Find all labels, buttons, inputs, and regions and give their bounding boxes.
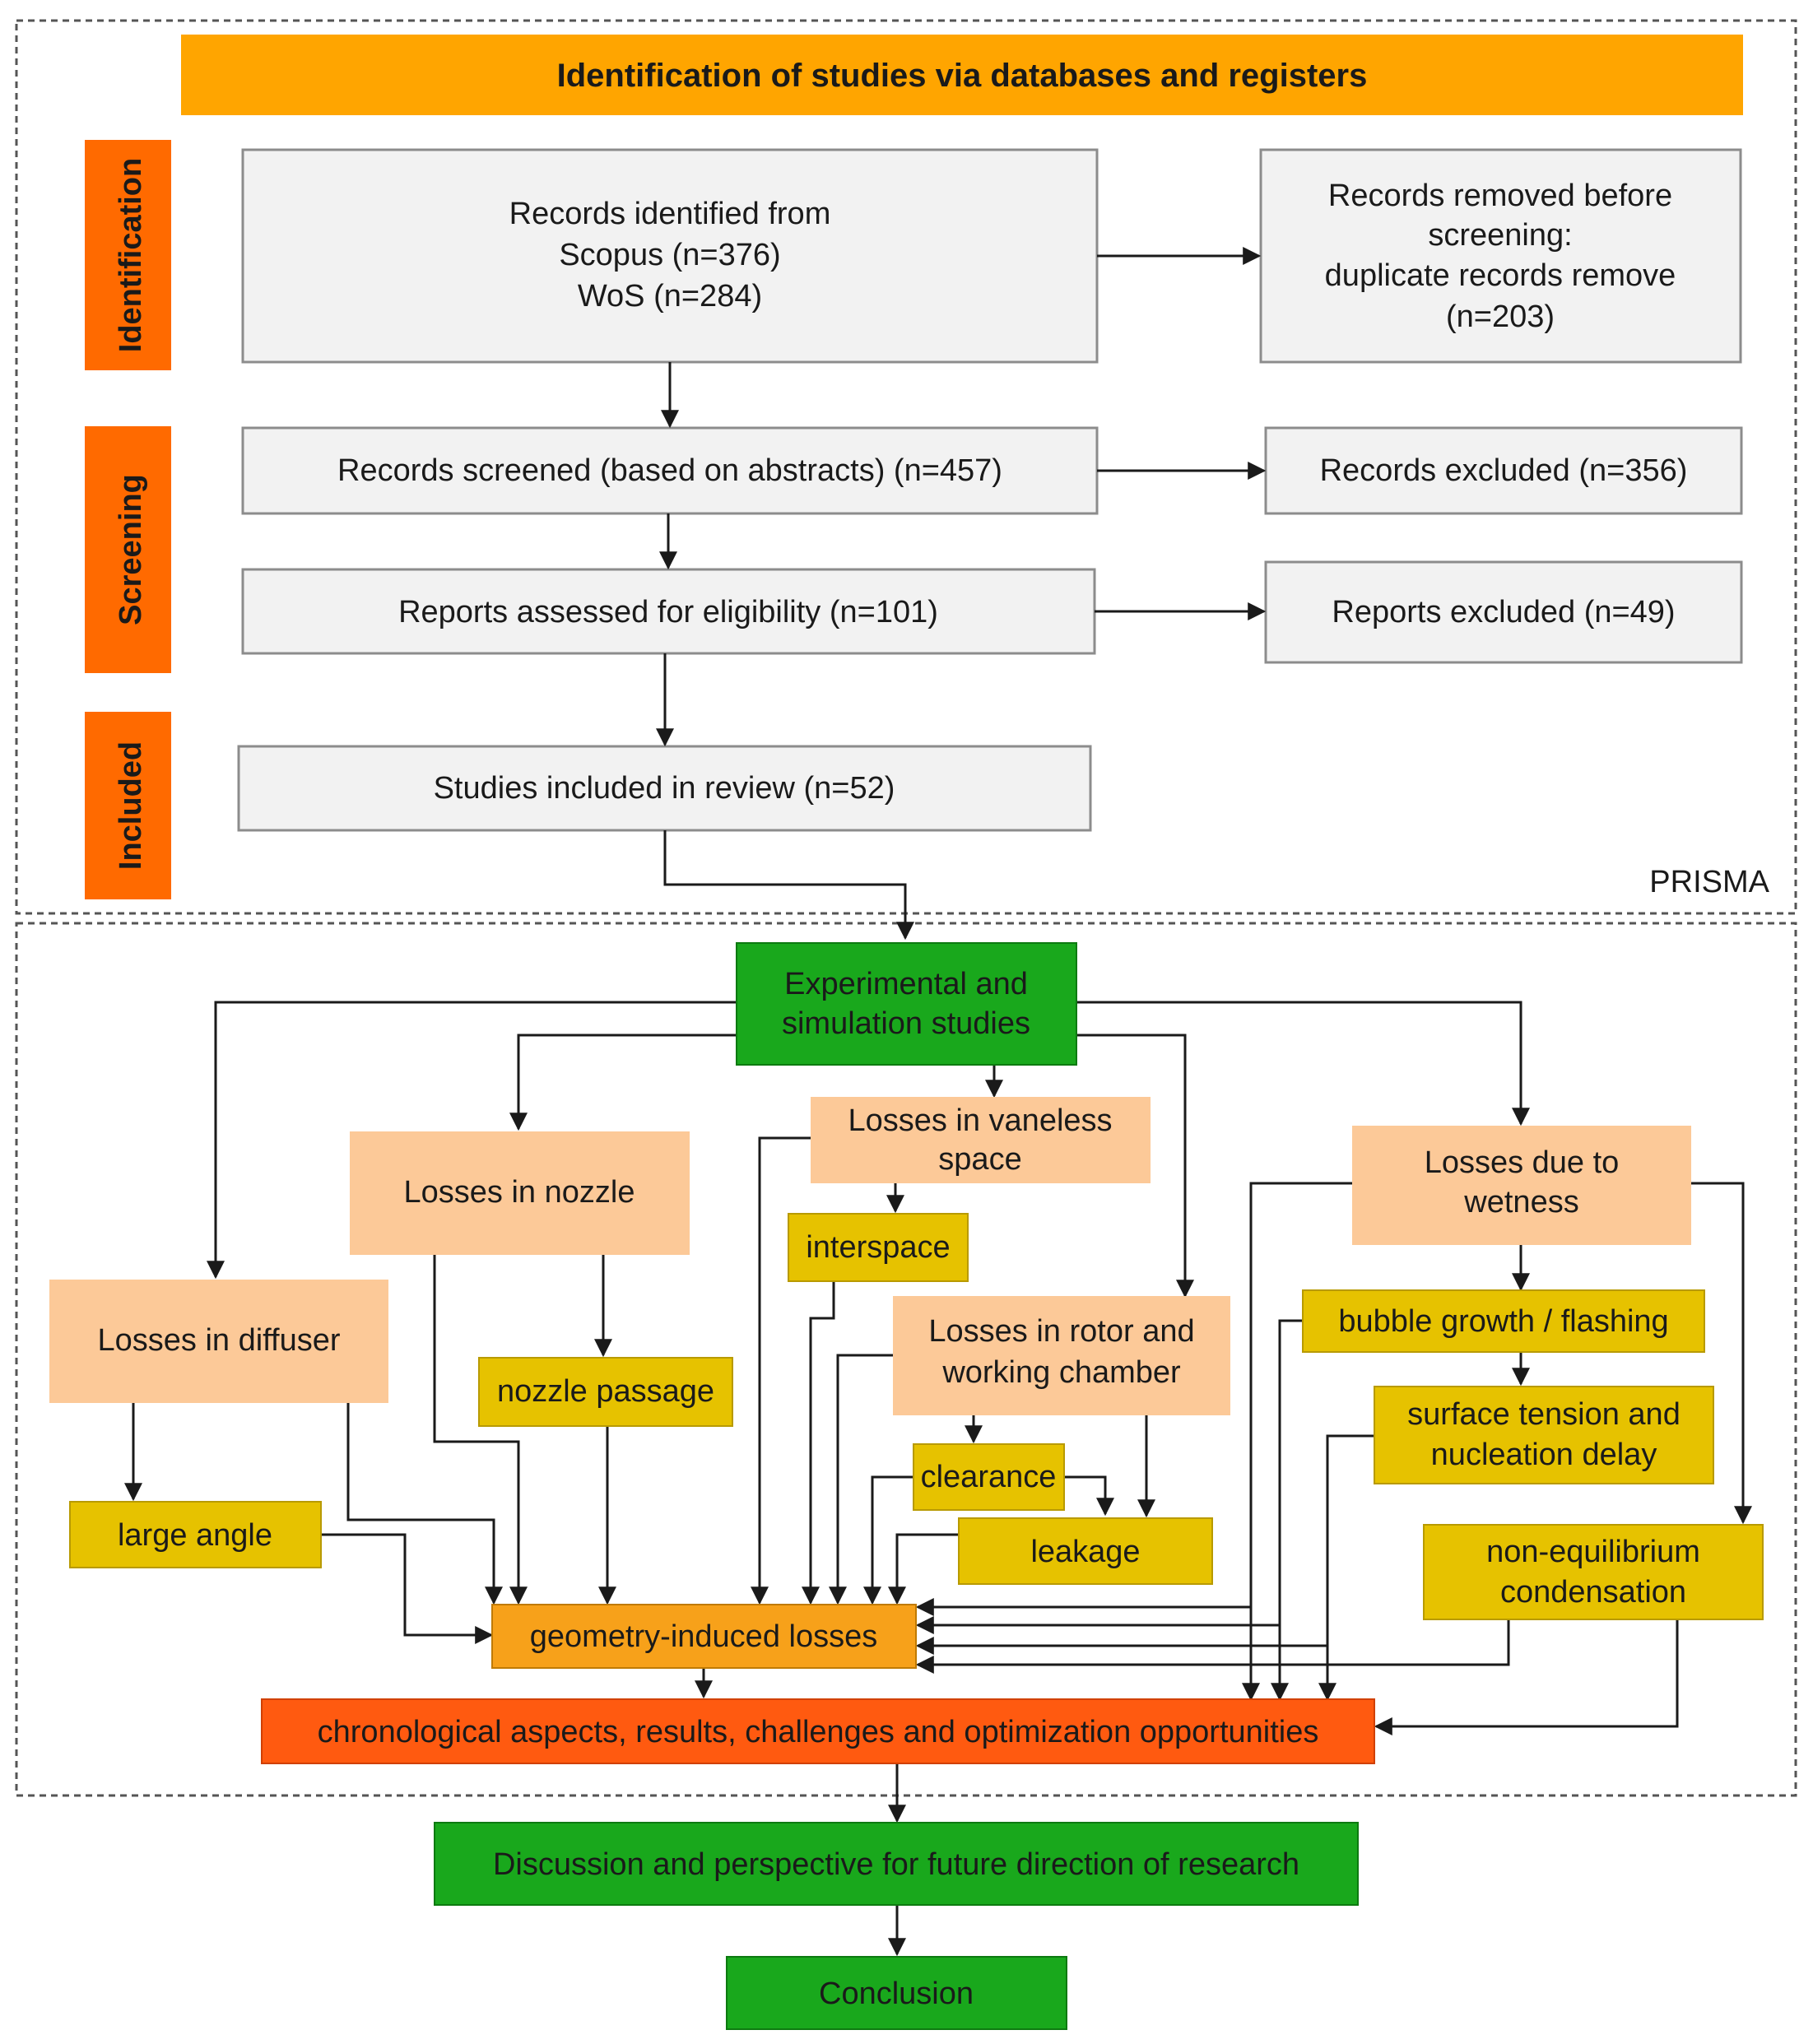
prisma-header-text: Identification of studies via databases …: [557, 58, 1368, 94]
prisma-header: Identification of studies via databases …: [181, 35, 1743, 115]
vaneless-box: Losses in vaneless space: [811, 1097, 1151, 1183]
chronological-box: chronological aspects, results, challeng…: [261, 1698, 1375, 1764]
nozzle-passage-box: nozzle passage: [478, 1357, 733, 1427]
records-removed-line1: Records removed before: [1328, 179, 1672, 213]
records-removed-box: Records removed before screening: duplic…: [1259, 148, 1742, 364]
rotor-box: Losses in rotor and working chamber: [893, 1296, 1230, 1415]
records-removed-line4: (n=203): [1446, 300, 1555, 334]
non-equilibrium-box: non-equilibrium condensation: [1423, 1524, 1764, 1620]
non-equilibrium-line2: condensation: [1500, 1575, 1686, 1610]
discussion-box: Discussion and perspective for future di…: [434, 1822, 1359, 1906]
reports-assessed-text: Reports assessed for eligibility (n=101): [398, 595, 938, 629]
wetness-box: Losses due to wetness: [1352, 1126, 1691, 1245]
stage-identification-label: Identification: [114, 158, 148, 352]
leakage-box: leakage: [958, 1517, 1213, 1585]
wetness-line1: Losses due to: [1425, 1145, 1620, 1180]
surface-line2: nucleation delay: [1431, 1438, 1657, 1472]
stage-included: Included: [85, 712, 171, 899]
geometry-text: geometry-induced losses: [530, 1619, 877, 1654]
studies-included-text: Studies included in review (n=52): [434, 771, 895, 806]
stage-included-label: Included: [114, 741, 148, 870]
diffuser-box: Losses in diffuser: [49, 1280, 388, 1403]
experimental-line2: simulation studies: [782, 1006, 1030, 1041]
stage-identification: Identification: [85, 140, 171, 370]
records-excluded-box: Records excluded (n=356): [1264, 426, 1743, 515]
rotor-line1: Losses in rotor and: [928, 1314, 1194, 1349]
experimental-line1: Experimental and: [784, 967, 1028, 1001]
wetness-line2: wetness: [1463, 1185, 1578, 1219]
records-removed-line3: duplicate records remove: [1325, 258, 1676, 293]
clearance-text: clearance: [921, 1460, 1057, 1494]
records-identified-line3: WoS (n=284): [578, 279, 762, 314]
discussion-text: Discussion and perspective for future di…: [493, 1847, 1299, 1882]
reports-excluded-text: Reports excluded (n=49): [1332, 595, 1675, 629]
clearance-box: clearance: [913, 1443, 1065, 1511]
conclusion-box: Conclusion: [726, 1956, 1067, 2030]
nozzle-box: Losses in nozzle: [350, 1131, 690, 1255]
geometry-box: geometry-induced losses: [491, 1604, 917, 1669]
chronological-text: chronological aspects, results, challeng…: [318, 1715, 1319, 1749]
leakage-text: leakage: [1030, 1535, 1140, 1569]
diffuser-text: Losses in diffuser: [97, 1323, 340, 1358]
records-identified-box: Records identified from Scopus (n=376) W…: [241, 148, 1099, 364]
prisma-arrows: [656, 247, 1267, 941]
vaneless-line1: Losses in vaneless: [848, 1103, 1112, 1138]
surface-box: surface tension and nucleation delay: [1374, 1386, 1714, 1484]
prisma-label: PRISMA: [1649, 865, 1769, 899]
nozzle-text: Losses in nozzle: [404, 1175, 635, 1210]
bubble-box: bubble growth / flashing: [1302, 1289, 1705, 1353]
studies-included-box: Studies included in review (n=52): [237, 745, 1092, 832]
interspace-text: interspace: [806, 1230, 950, 1265]
stage-screening: Screening: [85, 426, 171, 673]
nozzle-passage-text: nozzle passage: [497, 1374, 714, 1409]
large-angle-box: large angle: [69, 1501, 322, 1568]
bubble-text: bubble growth / flashing: [1338, 1304, 1668, 1339]
large-angle-text: large angle: [118, 1518, 272, 1553]
records-screened-text: Records screened (based on abstracts) (n…: [337, 453, 1002, 488]
records-excluded-text: Records excluded (n=356): [1320, 453, 1688, 488]
records-screened-box: Records screened (based on abstracts) (n…: [241, 426, 1099, 515]
interspace-box: interspace: [788, 1213, 969, 1282]
surface-line1: surface tension and: [1407, 1397, 1681, 1432]
vaneless-line2: space: [938, 1142, 1021, 1177]
records-identified-line2: Scopus (n=376): [559, 238, 780, 272]
records-identified-line1: Records identified from: [509, 197, 831, 231]
review-connectors: [124, 1001, 1752, 1957]
stage-screening-label: Screening: [114, 474, 148, 625]
rotor-line2: working chamber: [941, 1355, 1181, 1390]
records-removed-line2: screening:: [1428, 218, 1572, 253]
non-equilibrium-line1: non-equilibrium: [1486, 1535, 1700, 1569]
experimental-box: Experimental and simulation studies: [736, 942, 1077, 1066]
conclusion-text: Conclusion: [819, 1977, 974, 2011]
reports-excluded-box: Reports excluded (n=49): [1264, 560, 1743, 664]
reports-assessed-box: Reports assessed for eligibility (n=101): [241, 568, 1096, 655]
